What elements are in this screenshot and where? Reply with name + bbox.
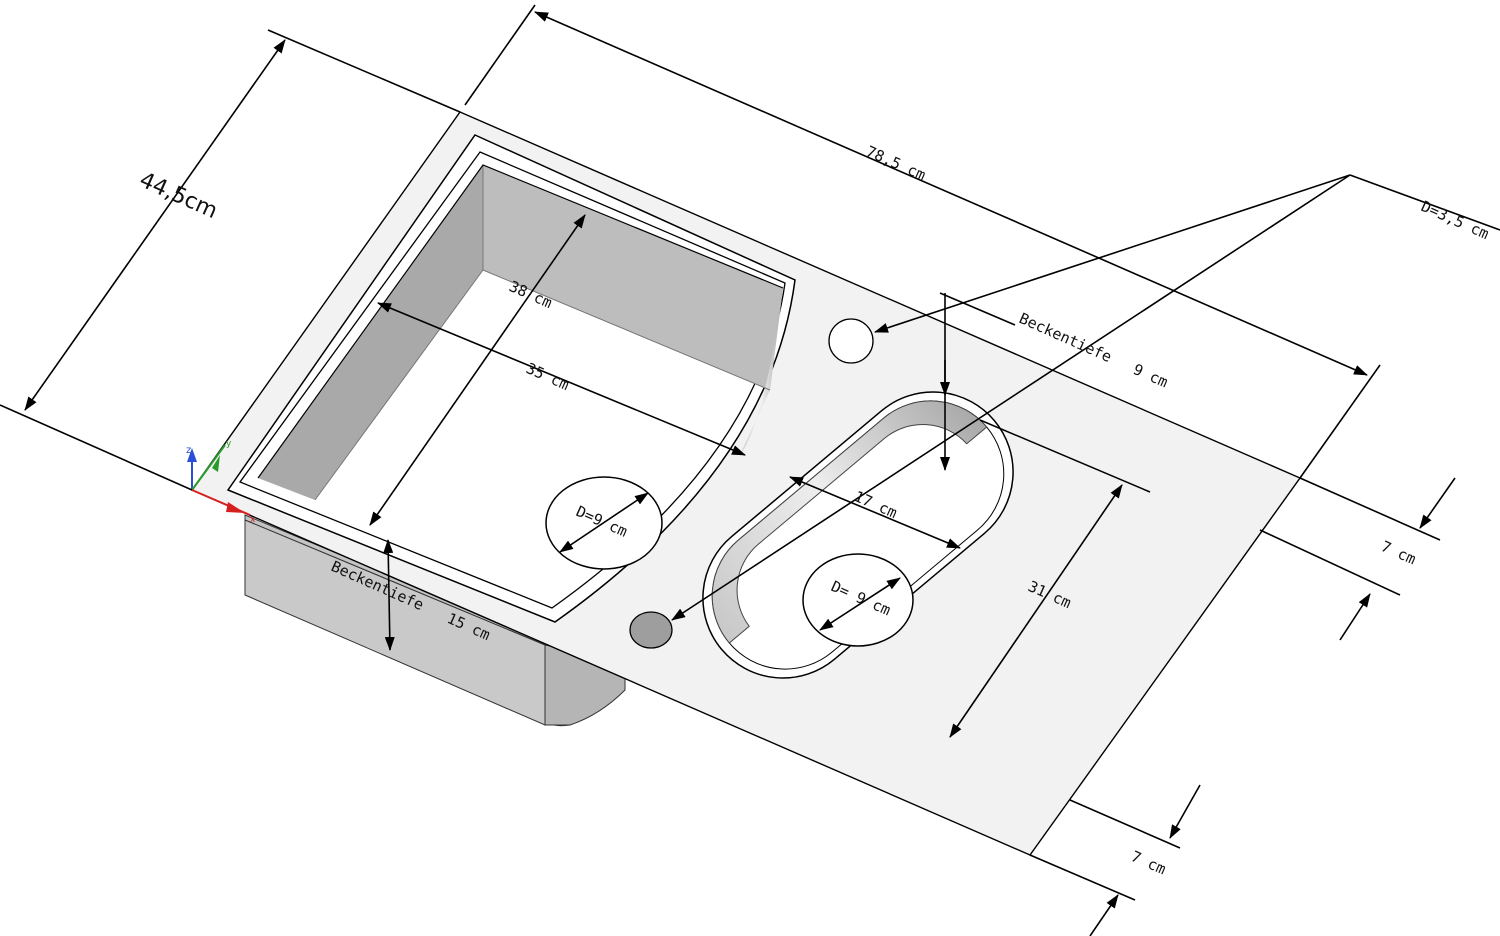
axis-triad: z y x [186, 439, 256, 525]
total-depth-label: 44,5cm [136, 168, 222, 224]
y-axis-label: y [226, 439, 232, 449]
tap-hole-2 [629, 611, 673, 649]
margin-top-label: 7 cm [1378, 537, 1418, 568]
total-width-label: 78,5 cm [863, 142, 928, 184]
tap-hole-1 [828, 318, 874, 364]
x-axis-label: x [250, 515, 256, 525]
dimension-lines [0, 4, 1500, 936]
margin-bottom-label: 7 cm [1128, 847, 1168, 878]
tap-hole-diameter-label: D=3,5 cm [1418, 197, 1491, 243]
z-axis-label: z [186, 445, 191, 456]
drainboard-groove [979, 419, 1151, 493]
small-basin-depth-value: 9 cm [1130, 360, 1170, 391]
small-basin-depth-title: Beckentiefe [1016, 309, 1114, 366]
